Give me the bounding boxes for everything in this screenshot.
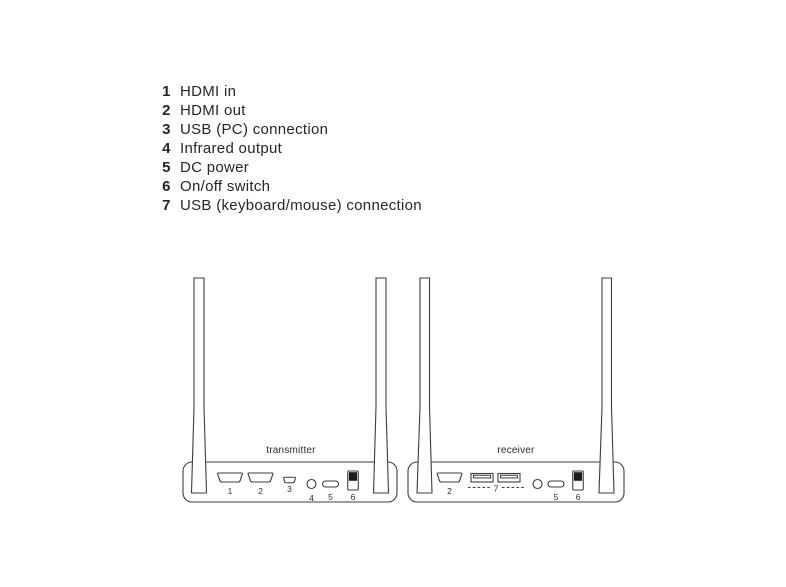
legend-item-number: 5 [162, 159, 171, 176]
port-number: 1 [228, 486, 233, 496]
dc-power-jack-icon [547, 480, 565, 488]
transmitter-diagram: transmitter 1 2 3 4 5 6 [182, 277, 398, 503]
legend-item-label: HDMI out [180, 102, 246, 119]
legend-item-label: USB (PC) connection [180, 121, 329, 138]
legend-item: 4 Infrared output [160, 140, 422, 159]
legend-item: 2 HDMI out [160, 102, 422, 121]
port-number: 3 [287, 484, 292, 494]
legend-item-label: On/off switch [180, 178, 271, 195]
legend-item: 6 On/off switch [160, 178, 422, 197]
legend-item-number: 4 [162, 140, 171, 157]
infrared-window-icon [532, 478, 543, 490]
legend-item-number: 7 [162, 197, 171, 214]
port-number: 4 [309, 493, 314, 503]
on-off-switch-icon [572, 470, 584, 491]
legend: 1 HDMI in 2 HDMI out 3 USB (PC) connecti… [160, 83, 422, 216]
transmitter-antenna-left [190, 277, 208, 494]
legend-item: 5 DC power [160, 159, 422, 178]
infrared-output-icon [306, 478, 317, 490]
hdmi-in-port-icon [217, 472, 243, 483]
usb-keyboard-mouse-port-icon [470, 472, 494, 483]
legend-item-number: 2 [162, 102, 171, 119]
receiver-diagram: receiver 2 7 5 6 [407, 277, 625, 503]
legend-item: 1 HDMI in [160, 83, 422, 102]
port-number: 5 [328, 492, 333, 502]
receiver-antenna-right [598, 277, 615, 494]
legend-item-label: USB (keyboard/mouse) connection [180, 197, 422, 214]
receiver-label: receiver [497, 445, 535, 456]
port-number: 6 [351, 492, 356, 502]
usb-pc-port-icon [283, 476, 296, 484]
port-number: 5 [554, 492, 559, 502]
transmitter-label: transmitter [266, 445, 316, 456]
receiver-antenna-left [416, 277, 433, 494]
hdmi-out-port-icon [436, 472, 463, 483]
legend-item-number: 3 [162, 121, 171, 138]
legend-item-label: Infrared output [180, 140, 283, 157]
port-number: 2 [258, 486, 263, 496]
port-number: 6 [576, 492, 581, 502]
hdmi-out-port-icon [247, 472, 274, 483]
port-number: 7 [494, 484, 499, 494]
port-number: 2 [447, 486, 452, 496]
legend-item-label: DC power [180, 159, 250, 176]
legend-item: 3 USB (PC) connection [160, 121, 422, 140]
legend-item-number: 1 [162, 83, 171, 100]
transmitter-antenna-right [372, 277, 390, 494]
usb-keyboard-mouse-port-icon [497, 472, 521, 483]
legend-item-label: HDMI in [180, 83, 237, 100]
legend-item-number: 6 [162, 178, 171, 195]
dc-power-jack-icon [321, 480, 340, 488]
legend-item: 7 USB (keyboard/mouse) connection [160, 197, 422, 216]
on-off-switch-icon [347, 470, 359, 491]
